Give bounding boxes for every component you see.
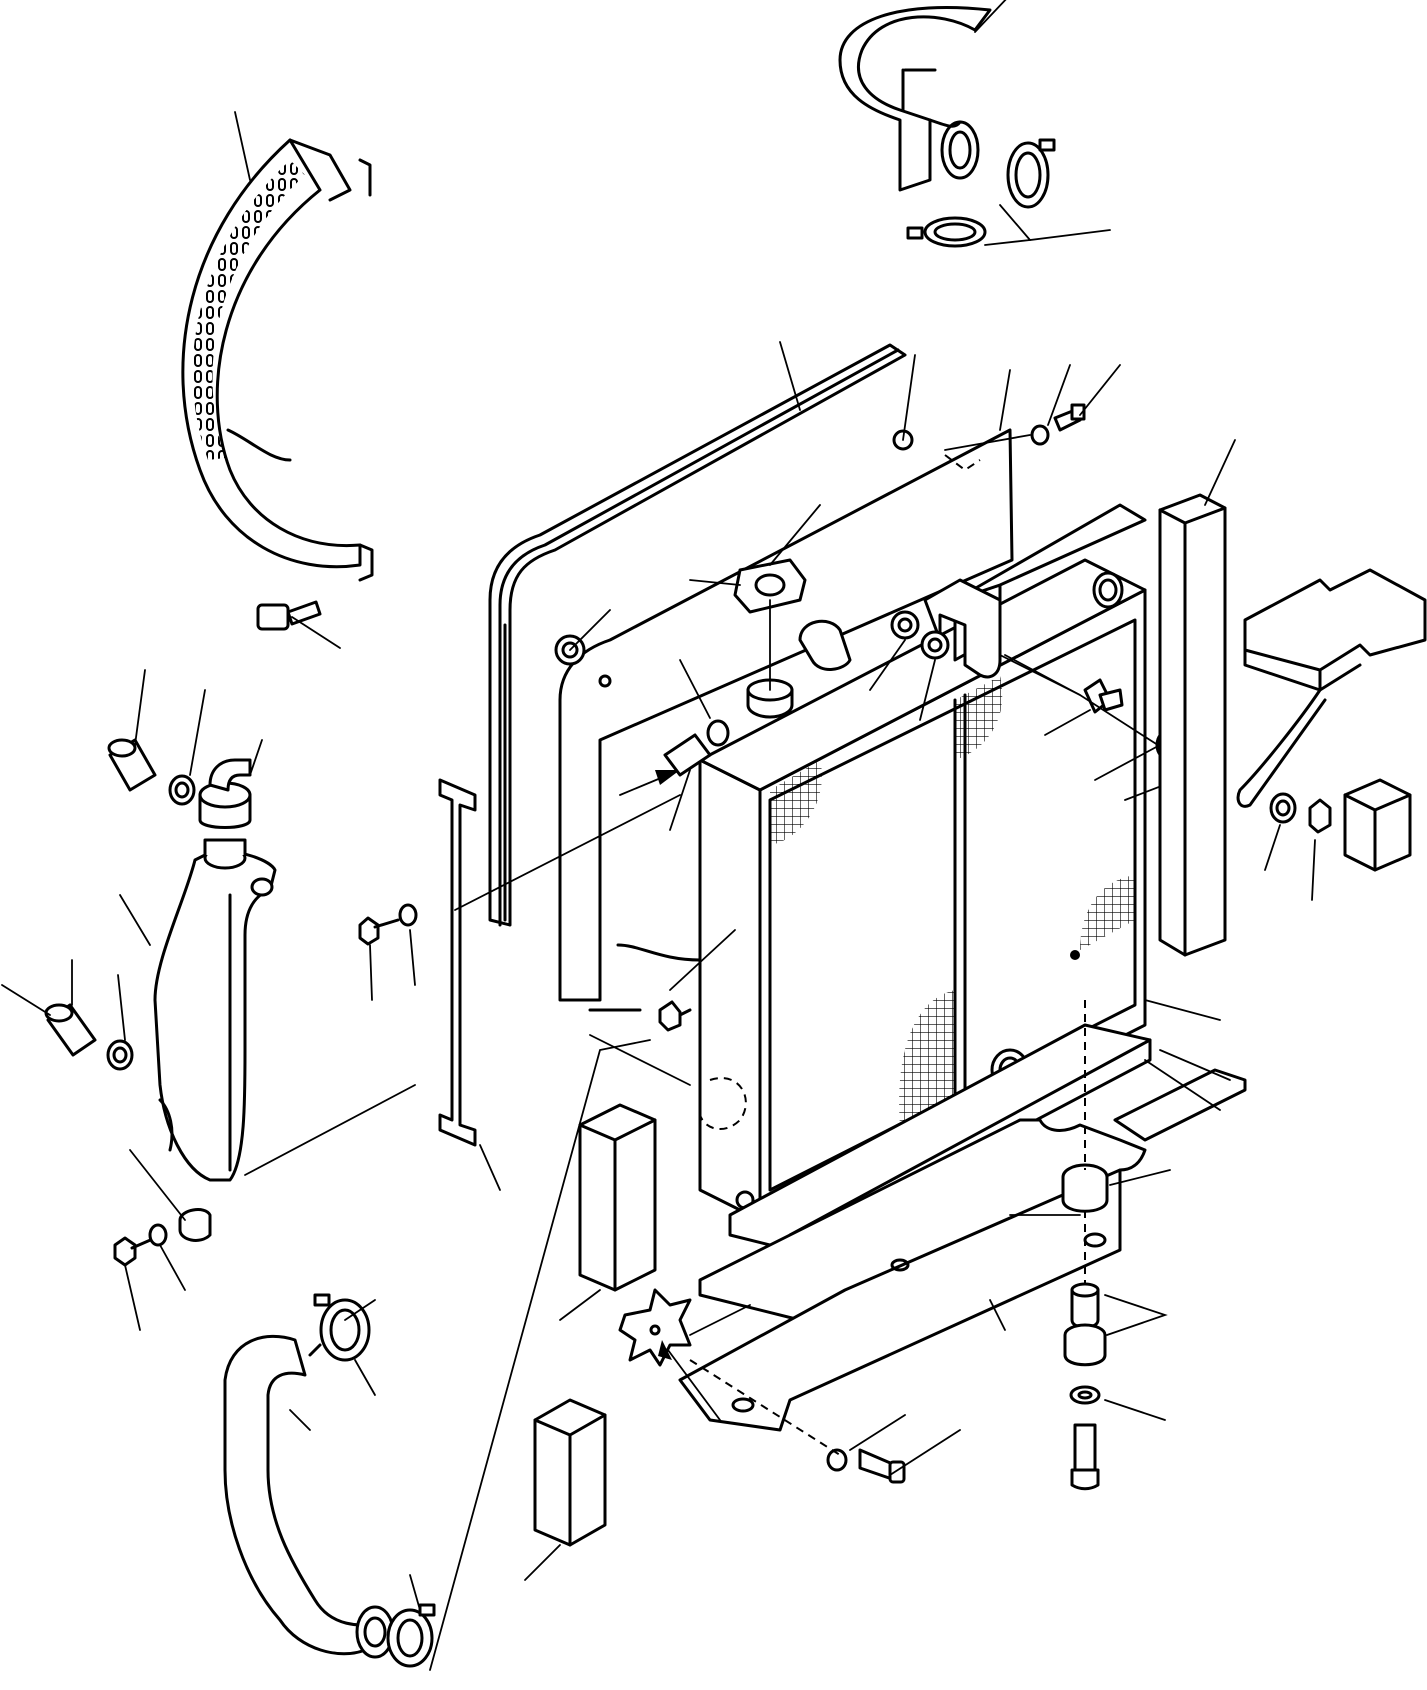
foam-blocks: [533, 493, 1412, 1547]
mount-bolts: [826, 1423, 1100, 1491]
upper-hose-clamps: [906, 138, 1056, 248]
mounting-bracket: [438, 778, 477, 1147]
fan-guard-bolt: [256, 600, 322, 631]
rubber-mounts: [1061, 1163, 1109, 1405]
warning-label: [618, 1288, 692, 1367]
drain-fitting: [658, 1000, 692, 1032]
reserve-tank: [153, 838, 277, 1182]
fan-guard: [181, 138, 374, 582]
lower-hose-clamps: [313, 1293, 436, 1668]
strap-bolt: [358, 903, 418, 946]
lower-radiator-hose: [223, 1334, 395, 1659]
reserve-tank-cap: [198, 758, 252, 829]
radiator-cap-seal: [733, 558, 807, 614]
hanger-bracket: [1236, 568, 1427, 808]
mount-bolts-top: [1030, 403, 1086, 446]
overflow-hose: [44, 738, 196, 1071]
tank-mount-hardware: [113, 1208, 212, 1267]
radiator-shroud: [488, 343, 907, 927]
support-plate: [678, 1023, 1247, 1432]
mounting-bracket-top: [890, 578, 1002, 679]
upper-radiator-hose: [838, 6, 992, 192]
